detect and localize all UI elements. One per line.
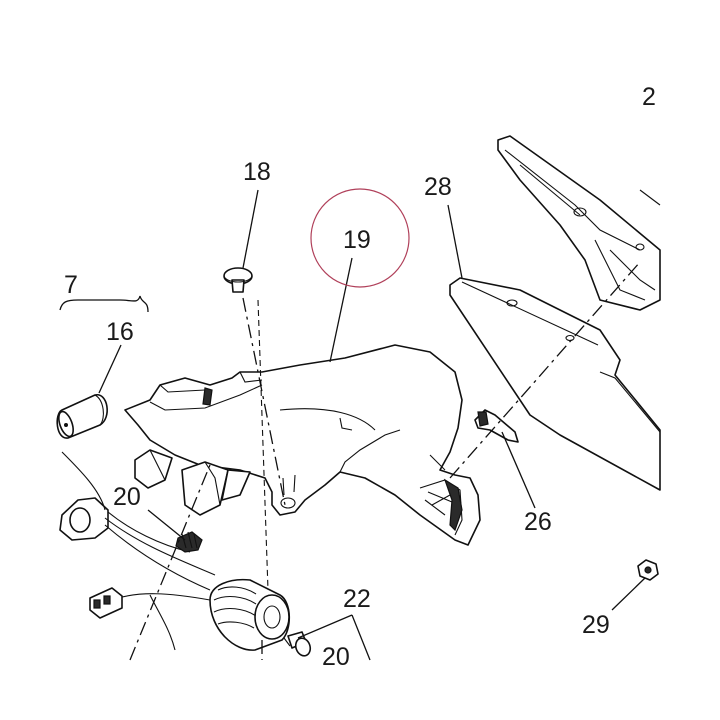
highlight-circle (310, 188, 410, 288)
license-plate-panel-part (449, 277, 661, 491)
assembly-axes (129, 261, 641, 661)
callout-28: 28 (424, 173, 452, 201)
callout-19: 19 (343, 226, 371, 254)
callout-20-upper: 20 (113, 483, 141, 511)
rear-mudguard-part (124, 344, 481, 546)
rubber-grommet-part (209, 578, 291, 651)
nut-part (637, 559, 659, 581)
leader-lines (59, 189, 646, 661)
callout-29: 29 (582, 611, 610, 639)
callout-2: 2 (642, 83, 656, 111)
tail-frame-part (497, 135, 661, 311)
bracket-clip-part (474, 409, 519, 443)
callout-22: 22 (343, 585, 371, 613)
wiring-harness-part (59, 451, 216, 651)
screw-part (283, 631, 312, 657)
callout-20-lower: 20 (322, 643, 350, 671)
callout-16: 16 (106, 318, 134, 346)
bulb-part (56, 394, 108, 439)
callout-26: 26 (524, 508, 552, 536)
callout-18: 18 (243, 158, 271, 186)
callout-7: 7 (64, 271, 78, 299)
clip-part (175, 531, 203, 553)
rivet-part (223, 267, 253, 293)
